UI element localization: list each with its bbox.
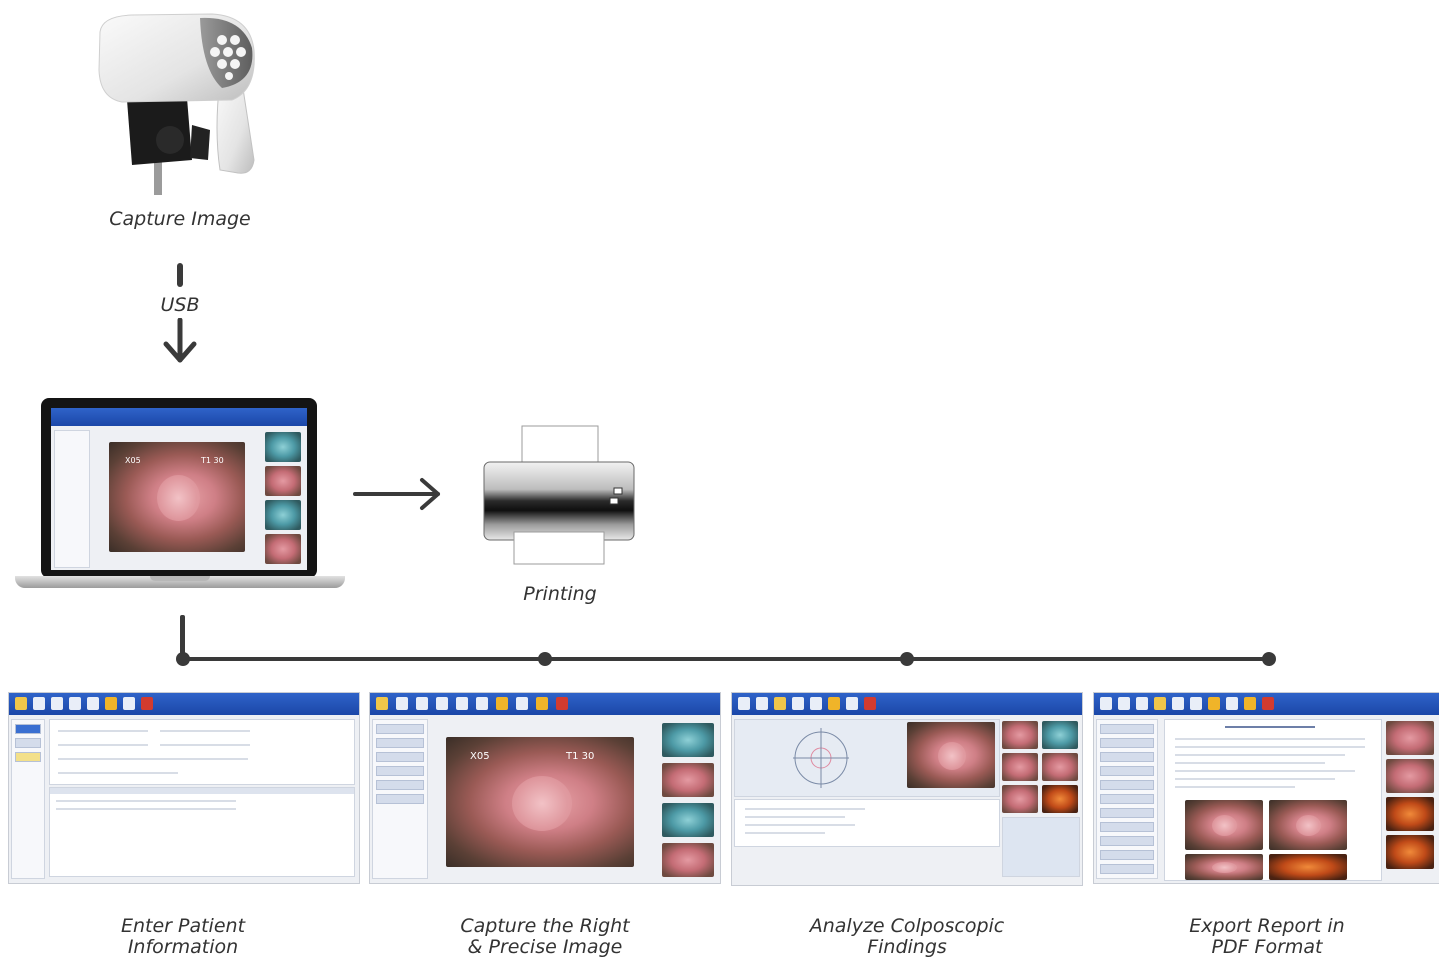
timer-readout: T1 30 (201, 456, 224, 465)
step2-caption-line1: Capture the Right (460, 915, 630, 937)
step2-caption: Capture the Right & Precise Image (390, 916, 700, 958)
timeline-dot-4 (1262, 652, 1276, 666)
step2-caption-line2: & Precise Image (467, 936, 623, 958)
laptop-icon: X05 T1 30 (15, 398, 345, 592)
screenshot-report (1093, 692, 1439, 884)
screenshot-capture: X05 T1 30 (369, 692, 721, 884)
printer-icon (482, 422, 637, 567)
step4-caption: Export Report in PDF Format (1112, 916, 1422, 958)
step1-caption: Enter Patient Information (28, 916, 338, 958)
step4-caption-line1: Export Report in (1189, 915, 1345, 937)
zoom-readout-2: X05 (470, 751, 490, 762)
step1-caption-line2: Information (127, 936, 239, 958)
laptop-screen: X05 T1 30 (51, 408, 307, 570)
usb-connector-line (177, 263, 183, 287)
step3-caption-line2: Findings (867, 936, 947, 958)
step4-caption-line2: PDF Format (1211, 936, 1323, 958)
printing-caption: Printing (523, 583, 597, 605)
colposcope-camera (92, 10, 262, 195)
arrow-right-icon (352, 476, 444, 512)
capture-image-caption: Capture Image (109, 208, 251, 230)
step3-caption-line1: Analyze Colposcopic (809, 915, 1005, 937)
timeline-vertical-line (180, 615, 185, 661)
step1-caption-line1: Enter Patient (120, 915, 246, 937)
digital-colposcope-icon (98, 13, 255, 195)
timeline-dot-2 (538, 652, 552, 666)
timer-readout-2: T1 30 (566, 751, 595, 762)
arrow-down-icon (162, 318, 198, 364)
zoom-readout: X05 (125, 456, 141, 465)
screenshot-analyze (731, 692, 1083, 886)
screenshot-patient-info (8, 692, 360, 884)
timeline-dot-1 (176, 652, 190, 666)
timeline-line (182, 657, 1270, 661)
timeline-dot-3 (900, 652, 914, 666)
usb-label: USB (160, 294, 200, 316)
step3-caption: Analyze Colposcopic Findings (752, 916, 1062, 958)
